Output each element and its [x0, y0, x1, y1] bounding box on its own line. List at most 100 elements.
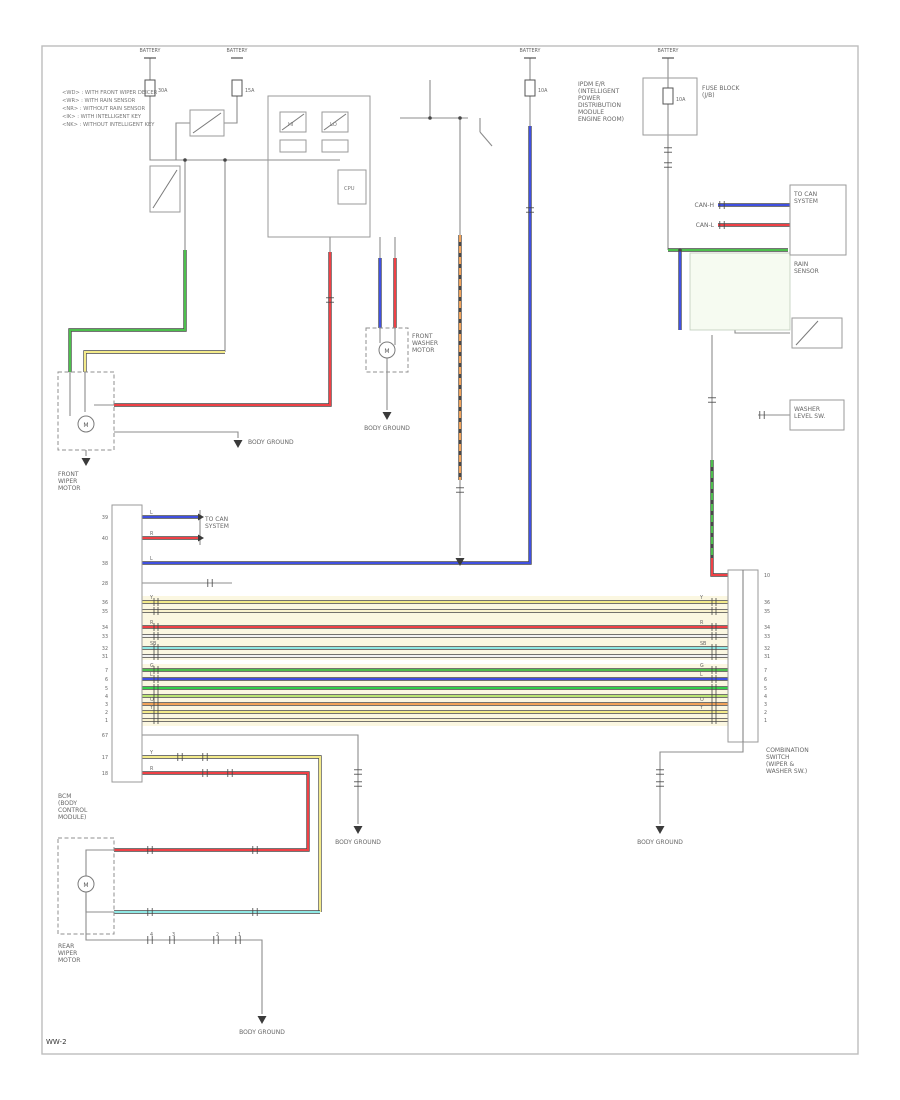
rain-sensor-label-line: SENSOR	[794, 268, 819, 275]
pin-label: 4	[764, 694, 767, 700]
pin-label: L	[700, 672, 703, 678]
pin-label: SB	[150, 641, 156, 647]
pin-label: 1	[238, 932, 241, 938]
wire-layer	[68, 58, 790, 1014]
bcm-label-line: MODULE)	[58, 814, 86, 821]
body-ground-label: BODY GROUND	[248, 439, 294, 446]
pin-label: G	[700, 663, 704, 669]
body-ground-label: BODY GROUND	[239, 1029, 285, 1036]
pin-label: 1	[764, 718, 767, 724]
pin-label: 3	[764, 702, 767, 708]
pin-label: L	[150, 672, 153, 678]
pin-label: SB	[700, 641, 706, 647]
wiper-hi-relay-box	[279, 111, 307, 133]
wire-fuse1-out	[149, 96, 340, 161]
relay-contact-icon	[281, 113, 305, 131]
pin-label: L	[150, 510, 153, 516]
body-ground-label: BODY GROUND	[335, 839, 381, 846]
legend-note-line: <NK> : WITHOUT INTELLIGENT KEY	[62, 122, 155, 128]
pin-label: R	[150, 766, 154, 772]
pin-label: 4	[150, 932, 153, 938]
washer-level-label-line: WASHER	[794, 406, 820, 413]
bcm-label-line: BCM	[58, 793, 71, 800]
pin-label: 38	[102, 561, 108, 567]
wire-sensor-switch-link	[734, 330, 790, 334]
fuse-icon	[524, 79, 536, 97]
pin-label: L	[150, 556, 153, 562]
pin-label: 33	[102, 634, 108, 640]
motor-m-label: M	[83, 422, 88, 429]
pin-label: 30A	[158, 88, 168, 94]
pin-label: 10	[764, 573, 770, 579]
wire-comb-ground	[659, 742, 744, 824]
pin-label: 36	[764, 600, 770, 606]
front-wiper-motor-box	[57, 371, 115, 451]
pin-label: 18	[102, 771, 108, 777]
pin-label: Y	[149, 705, 153, 711]
pin-label: 5	[764, 686, 767, 692]
rear-wiper-motor-box	[57, 837, 115, 935]
pin-label: Y	[149, 595, 153, 601]
pin-label: 7	[105, 668, 108, 674]
ipdm-box	[267, 95, 371, 238]
can-box-label-line: SYSTEM	[794, 198, 818, 205]
pin-label: 34	[764, 625, 770, 631]
relay-contact-icon	[323, 113, 347, 131]
rear-wiper-motor-label-line: MOTOR	[58, 957, 80, 964]
wire-relay-link	[175, 122, 190, 160]
relay-sub-box	[189, 109, 225, 137]
pin-label: 35	[102, 609, 108, 615]
sensor-switch-box	[791, 317, 843, 349]
pin-label: R	[150, 620, 154, 626]
fuse-block-label-line: (J/B)	[702, 92, 715, 99]
pin-label: BATTERY	[140, 48, 161, 54]
combination-switch-label-line: COMBINATION	[766, 747, 809, 754]
pin-label: 31	[764, 654, 770, 660]
combination-switch-label-line: (WIPER &	[766, 761, 795, 768]
flow-arrow-icon	[198, 534, 204, 542]
wiper-lo-relay-coil	[321, 139, 349, 153]
wire-switch-deco-b	[479, 131, 493, 147]
pin-label: Y	[699, 705, 703, 711]
ipdm-label-line: (INTELLIGENT	[578, 88, 619, 95]
junction-dot	[183, 158, 187, 162]
ground-arrow-icon	[353, 826, 363, 834]
pin-label: O	[700, 697, 704, 703]
can-connector-box	[789, 184, 847, 256]
pin-label: 7	[764, 668, 767, 674]
wire-rwm-int-1	[85, 849, 114, 876]
fuse-icon	[662, 87, 674, 105]
pin-label: 40	[102, 536, 108, 542]
pin-label: 2	[216, 932, 219, 938]
fuse-icon	[231, 79, 243, 97]
front-washer-motor-label-line: MOTOR	[412, 347, 434, 354]
bcm-box	[111, 504, 143, 783]
pin-label: 3	[105, 702, 108, 708]
ipdm-label-line: POWER	[578, 95, 600, 102]
wire-wiper-feed	[114, 252, 332, 407]
fuse-block-box	[642, 77, 698, 136]
pin-label: BATTERY	[227, 48, 248, 54]
pin-label: 15A	[245, 88, 255, 94]
bcm-label-line: CONTROL	[58, 807, 88, 814]
bcm-label-line: (BODY	[58, 800, 77, 807]
wire-wiper-high	[83, 350, 225, 372]
wire-fuse2-out	[224, 96, 238, 124]
rear-wiper-motor-label-line: WIPER	[58, 950, 77, 957]
motor-m-label: M	[384, 348, 389, 355]
legend-note-line: <NR> : WITHOUT RAIN SENSOR	[62, 106, 145, 112]
body-ground-label: BODY GROUND	[637, 839, 683, 846]
pin-label: Y	[699, 595, 703, 601]
front-washer-motor-label-line: WASHER	[412, 340, 438, 347]
motor-icon	[378, 341, 396, 359]
wire-wiper-low	[68, 250, 187, 372]
rain-sensor-label-line: RAIN	[794, 261, 808, 268]
ground-arrow-icon	[382, 412, 392, 420]
pin-label: 2	[105, 710, 108, 716]
ipdm-label-line: MODULE	[578, 109, 604, 116]
wire-bcm-ground	[142, 734, 359, 824]
pin-label: 39	[102, 515, 108, 521]
front-wiper-motor-label-line: MOTOR	[58, 485, 80, 492]
pin-label: 6	[105, 677, 108, 683]
